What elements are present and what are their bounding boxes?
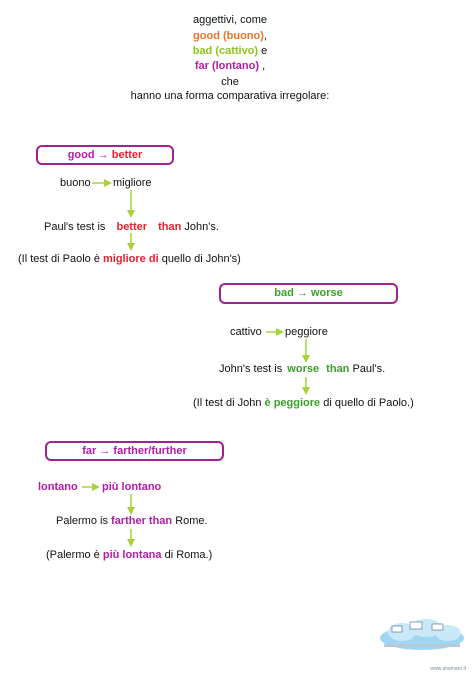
intro-good-sep: ,: [263, 30, 267, 42]
logo-site-text: www.anamaro.it: [430, 666, 466, 672]
intro-far-sep: ,: [259, 60, 266, 72]
far-sentence-key: farther than: [111, 515, 173, 527]
good-pill-arrow: →: [97, 149, 109, 161]
bad-sentence-key1: worse: [287, 363, 320, 375]
good-sentence-key1: better: [116, 221, 148, 233]
far-pill: far → farther/further: [45, 441, 224, 461]
good-translation: (Il test di Paolo è migliore di quello d…: [18, 253, 241, 265]
far-translation: (Palermo è più lontana di Roma.): [46, 549, 212, 561]
bad-pill: bad → worse: [219, 283, 398, 304]
intro-bad-sep: e: [258, 45, 268, 57]
bad-translation: (Il test di John è peggiore di quello di…: [193, 397, 414, 409]
far-trans-post: di Roma.): [161, 549, 213, 561]
bad-trans-key: è peggiore: [264, 397, 321, 409]
far-sentence-post: Rome.: [172, 515, 208, 527]
intro-good: good (buono): [193, 30, 264, 42]
intro-bad: bad (cattivo): [192, 45, 259, 57]
far-sentence-pre: Palermo is: [56, 515, 112, 527]
far-pill-arrow: →: [99, 445, 111, 457]
bad-sentence: John's test is worse than Paul's.: [219, 363, 385, 375]
good-sentence-pre: Paul's test is: [44, 221, 109, 233]
bad-pill-arrow: →: [296, 287, 308, 299]
bad-sentence-key2: than: [326, 363, 350, 375]
intro-line-1: aggettivi, come: [193, 14, 267, 26]
good-sentence: Paul's test is better than John's.: [44, 221, 219, 233]
far-it-comp: più lontano: [102, 481, 162, 493]
intro-line-che: che: [221, 76, 239, 88]
good-trans-key1: migliore: [103, 253, 146, 265]
cloud-logo-icon: [380, 619, 464, 650]
far-sentence: Palermo is farther than Rome.: [56, 515, 208, 527]
far-trans-key: più lontana: [102, 549, 162, 561]
intro-line-6: hanno una forma comparativa irregolare:: [130, 90, 330, 102]
good-pill-result: better: [111, 149, 143, 161]
intro-far: far (lontano): [194, 60, 260, 72]
good-it-word: buono: [60, 177, 91, 189]
far-pill-word: far: [82, 445, 97, 457]
bad-it-comp: peggiore: [285, 326, 328, 338]
bad-trans-pre: (Il test di John: [193, 397, 265, 409]
good-sentence-post: John's.: [184, 221, 219, 233]
good-pill-word: good: [67, 149, 95, 161]
good-trans-key2: di: [148, 253, 159, 265]
intro-line-far: far (lontano) ,: [100, 60, 360, 72]
intro-line-bad: bad (cattivo) e: [100, 45, 360, 57]
bad-sentence-pre: John's test is: [219, 363, 286, 375]
bad-it-word: cattivo: [230, 326, 262, 338]
good-it-comp: migliore: [113, 177, 152, 189]
bad-pill-result: worse: [310, 287, 343, 299]
bad-trans-post: di quello di Paolo.): [320, 397, 414, 409]
far-pill-result: farther/further: [113, 445, 187, 457]
good-trans-pre: (Il test di Paolo è: [18, 253, 103, 265]
site-logo: www.anamaro.it: [376, 608, 468, 672]
bad-sentence-post: Paul's.: [352, 363, 386, 375]
far-it-word: lontano: [38, 481, 78, 493]
intro-line-good: good (buono),: [100, 30, 360, 42]
far-trans-pre: (Palermo è: [46, 549, 103, 561]
good-trans-post: quello di John's): [158, 253, 241, 265]
good-sentence-key2: than: [158, 221, 182, 233]
good-pill: good → better: [36, 145, 174, 165]
bad-pill-word: bad: [274, 287, 294, 299]
